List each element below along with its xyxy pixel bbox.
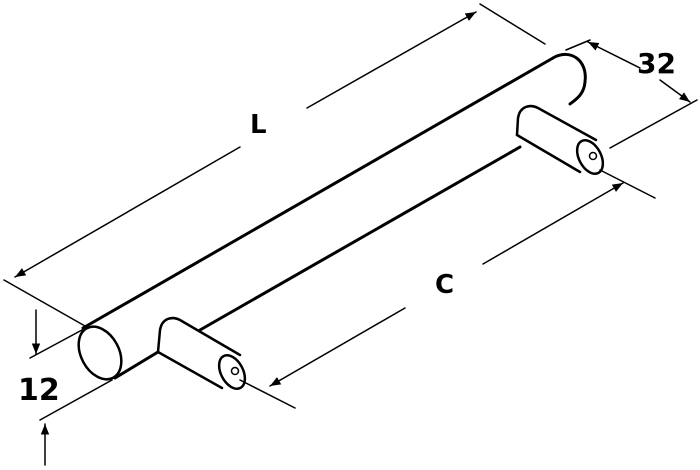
bar-body [81, 52, 587, 380]
length-label: L [250, 110, 267, 140]
left-post [156, 316, 247, 390]
projection-label: 32 [637, 47, 676, 80]
diameter-label: 12 [18, 373, 60, 408]
center-distance-label: C [435, 270, 455, 300]
bar-end-cap [77, 325, 123, 381]
dimension-lines [3, 3, 698, 466]
right-post [515, 104, 605, 175]
